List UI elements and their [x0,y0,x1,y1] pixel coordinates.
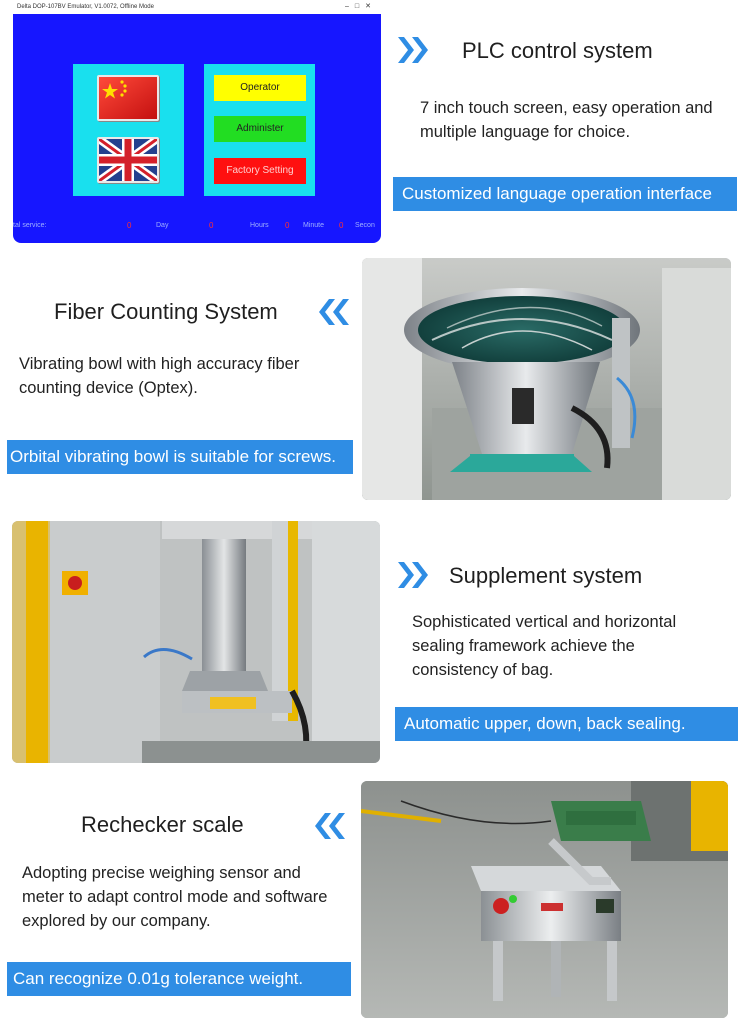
section-desc-rechecker: Adopting precise weighing sensor and met… [22,864,328,930]
uk-flag-icon[interactable] [97,137,159,183]
double-chevron-right-icon [398,37,428,63]
section-desc-fiber: Vibrating bowl with high accuracy fiber … [19,355,300,397]
double-chevron-left-icon [315,813,345,839]
hmi-window-title: Delta DOP-107BV Emulator, V1.0072, Offli… [13,0,381,14]
day-label: Day [156,222,169,229]
factory-setting-button[interactable]: Factory Setting [214,158,306,184]
minute-label: Minute [303,222,325,229]
section-banner-fiber: Orbital vibrating bowl is suitable for s… [7,440,353,474]
hmi-screenshot: Delta DOP-107BV Emulator, V1.0072, Offli… [13,0,381,243]
rechecker-scale-photo [361,781,728,1018]
section-title-rechecker: Rechecker scale [81,812,244,837]
total-service-value: 0 [127,221,132,230]
section-title-supplement: Supplement system [449,563,643,588]
section-title-plc: PLC control system [462,38,653,63]
vibrating-bowl-photo [362,258,731,500]
double-chevron-right-icon [398,562,428,588]
section-banner-rechecker: Can recognize 0.01g tolerance weight. [7,962,351,996]
minute-value: 0 [339,221,344,230]
administer-button[interactable]: Administer [214,116,306,142]
section-title-fiber: Fiber Counting System [54,299,278,324]
section-banner-supplement: Automatic upper, down, back sealing. [395,707,738,741]
second-label: Secon [355,222,375,229]
language-panel [73,64,184,196]
operator-button[interactable]: Operator [214,75,306,101]
mode-panel: Operator Administer Factory Setting [204,64,315,196]
section-desc-supplement: Sophisticated vertical and horizontal se… [412,613,677,679]
china-flag-icon[interactable] [97,75,159,121]
day-value: 0 [209,221,214,230]
section-banner-plc: Customized language operation interface [393,177,737,211]
section-desc-plc: 7 inch touch screen, easy operation and … [420,99,713,141]
hmi-window-controls: –□✕ [345,3,377,10]
hours-label: Hours [250,222,269,229]
total-service-label: tal service: [13,222,47,229]
double-chevron-left-icon [319,299,349,325]
hours-value: 0 [285,221,290,230]
sealing-framework-photo [12,521,380,763]
